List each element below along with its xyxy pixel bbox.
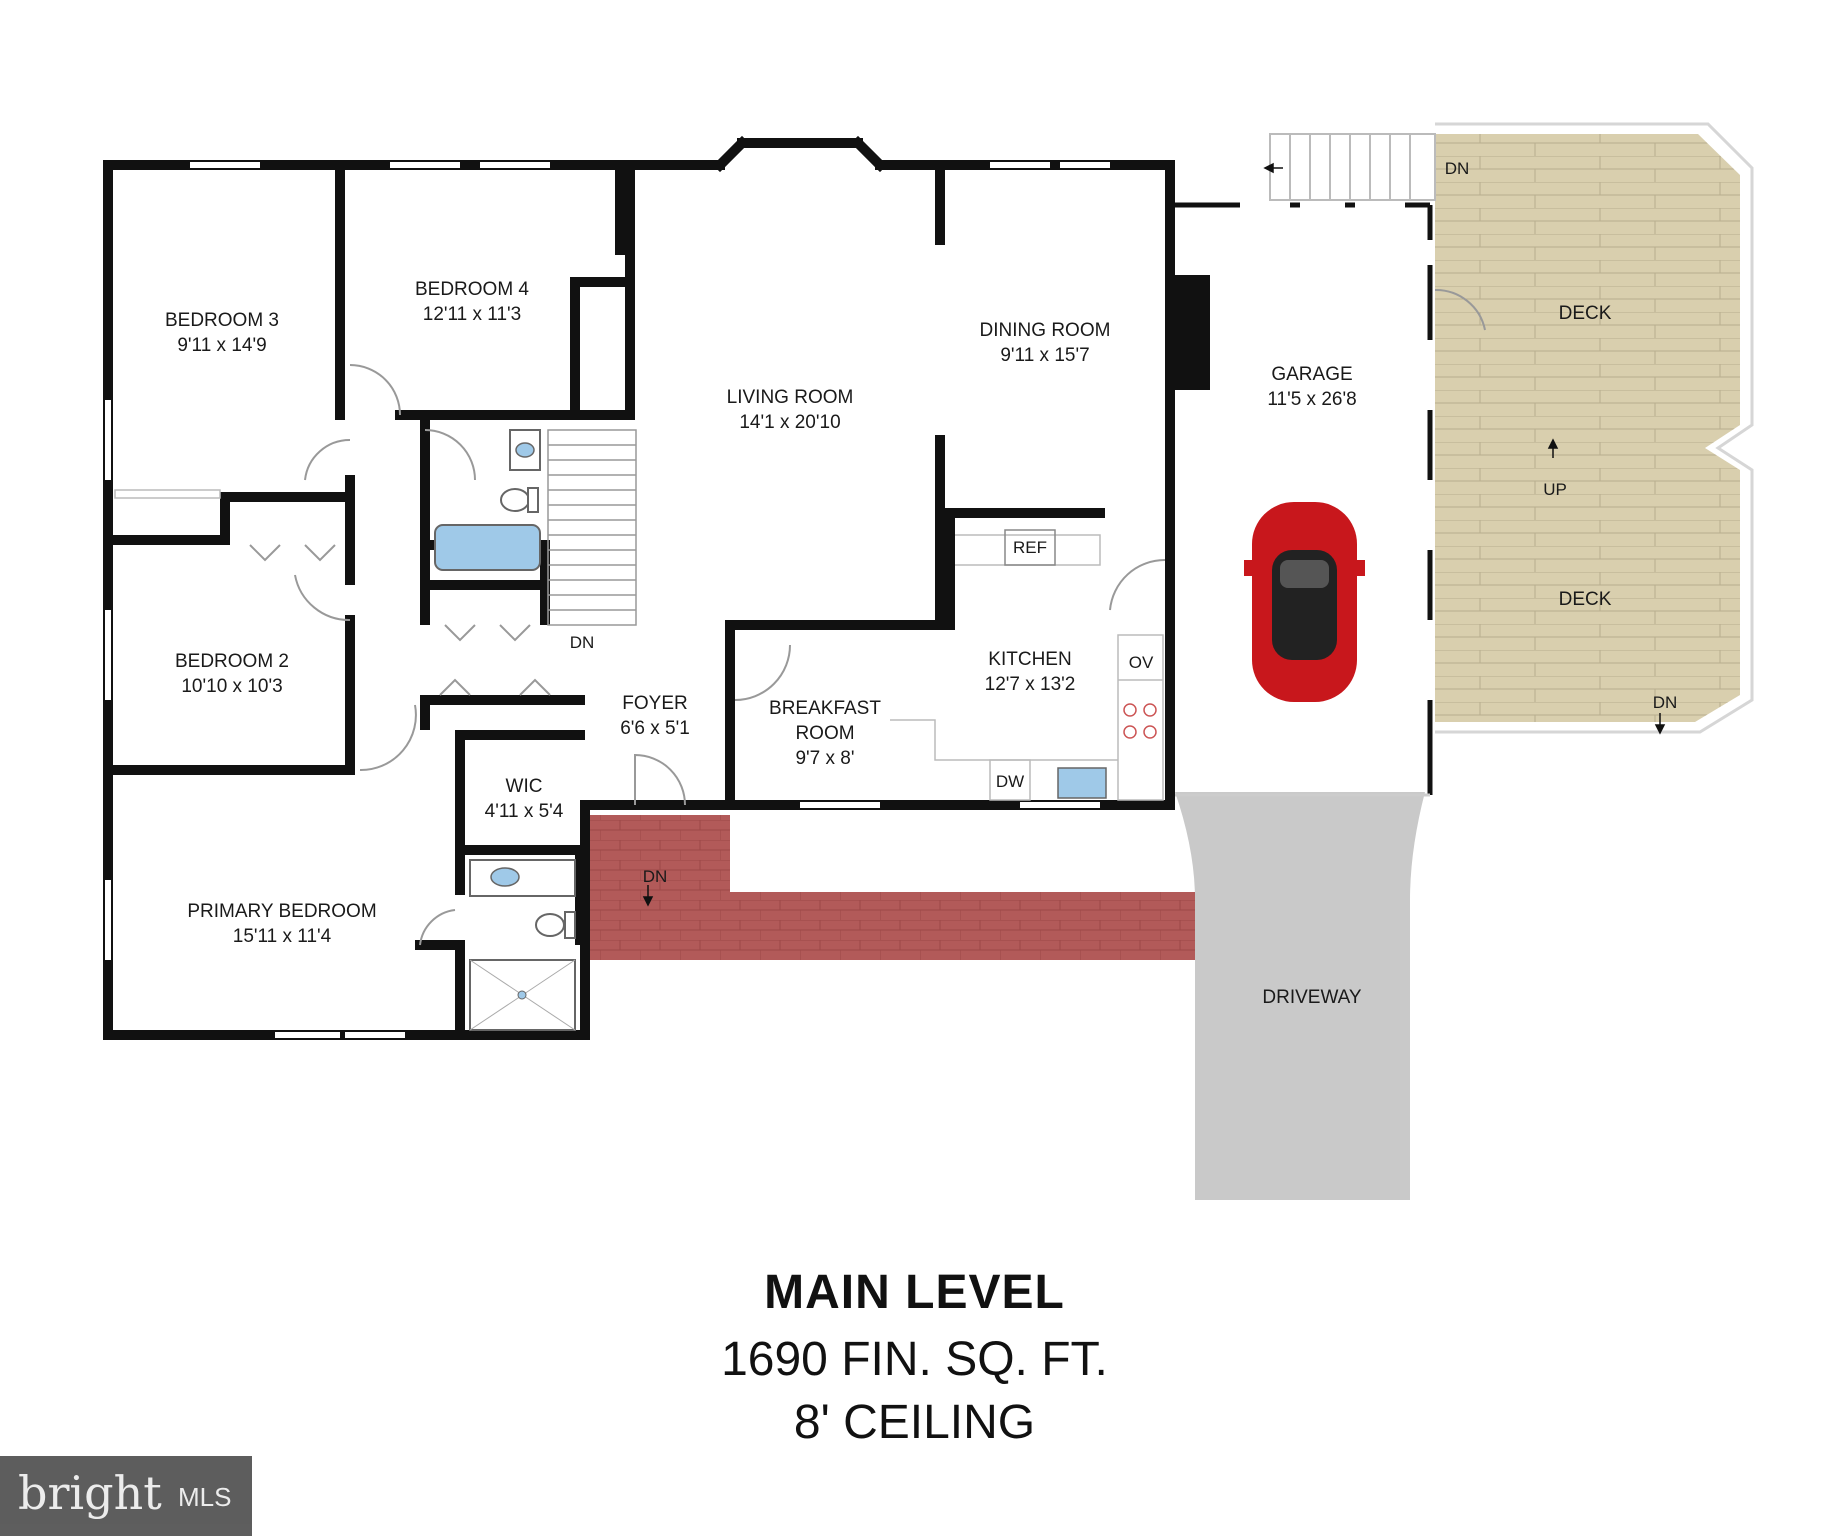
kitchen-fixtures — [890, 529, 1164, 801]
dn-walkway-label: DN — [643, 867, 668, 886]
windows — [105, 162, 1433, 1038]
bedroom-4-size: 12'11 x 11'3 — [423, 304, 521, 325]
deck-area — [1435, 134, 1740, 722]
living-room-name: LIVING ROOM — [727, 387, 854, 408]
deck-railing — [1435, 122, 1754, 734]
bedroom-2-size: 10'10 x 10'3 — [181, 676, 282, 697]
fireplace — [1175, 275, 1210, 390]
up-deck-label: UP — [1543, 480, 1567, 499]
car-icon — [1244, 502, 1365, 702]
dining-room-name: DINING ROOM — [980, 320, 1111, 341]
kitchen-name: KITCHEN — [988, 649, 1071, 670]
bedroom-3-size: 9'11 x 14'9 — [177, 335, 266, 356]
logo-mls-text: MLS — [178, 1482, 232, 1512]
living-room-size: 14'1 x 20'10 — [739, 412, 840, 433]
ceiling-height: 8' CEILING — [793, 1396, 1036, 1449]
garage-size: 11'5 x 26'8 — [1267, 389, 1356, 410]
closet-shelf — [114, 489, 221, 499]
dining-room-size: 9'11 x 15'7 — [1000, 345, 1089, 366]
brick-walkway — [588, 815, 1195, 960]
kitchen-size: 12'7 x 13'2 — [985, 674, 1076, 695]
level-title: MAIN LEVEL — [764, 1266, 1065, 1319]
dn-deck-stair-label: DN — [1445, 159, 1470, 178]
breakfast-room-name-1: BREAKFAST — [769, 698, 881, 719]
deck-bottom-name: DECK — [1559, 589, 1612, 610]
driveway-name: DRIVEWAY — [1262, 987, 1362, 1008]
interior-stairs — [547, 429, 637, 626]
bedroom-3-name: BEDROOM 3 — [165, 310, 279, 331]
door-swings — [249, 288, 1486, 946]
primary-bath-fixtures — [469, 859, 576, 1031]
bedroom-2-name: BEDROOM 2 — [175, 651, 289, 672]
breakfast-room-size: 9'7 x 8' — [795, 748, 854, 769]
deck-top-name: DECK — [1559, 303, 1612, 324]
hall-bath-fixtures — [434, 429, 541, 571]
foyer-size: 6'6 x 5'1 — [620, 718, 690, 739]
foyer-name: FOYER — [622, 693, 687, 714]
dn-deck-label: DN — [1653, 693, 1678, 712]
wic-name: WIC — [506, 776, 543, 797]
primary-bedroom-size: 15'11 x 11'4 — [233, 926, 332, 947]
dw-label: DW — [996, 772, 1024, 791]
stair-arrows — [642, 162, 1666, 907]
driveway-area — [1175, 792, 1425, 1200]
ref-label: REF — [1013, 538, 1047, 557]
bedroom-4-name: BEDROOM 4 — [415, 279, 529, 300]
wic-size: 4'11 x 5'4 — [485, 801, 564, 822]
primary-bedroom-name: PRIMARY BEDROOM — [187, 901, 376, 922]
bright-mls-logo: bright MLS — [0, 1456, 252, 1536]
garage-walls — [1175, 202, 1433, 797]
finished-area: 1690 FIN. SQ. FT. — [721, 1333, 1108, 1386]
logo-wordmark: bright — [18, 1466, 162, 1520]
ov-label: OV — [1129, 653, 1154, 672]
garage-name: GARAGE — [1271, 364, 1352, 385]
deck-stairs — [1269, 133, 1436, 201]
breakfast-room-name-2: ROOM — [795, 723, 854, 744]
dn-interior-stair-label: DN — [570, 633, 595, 652]
